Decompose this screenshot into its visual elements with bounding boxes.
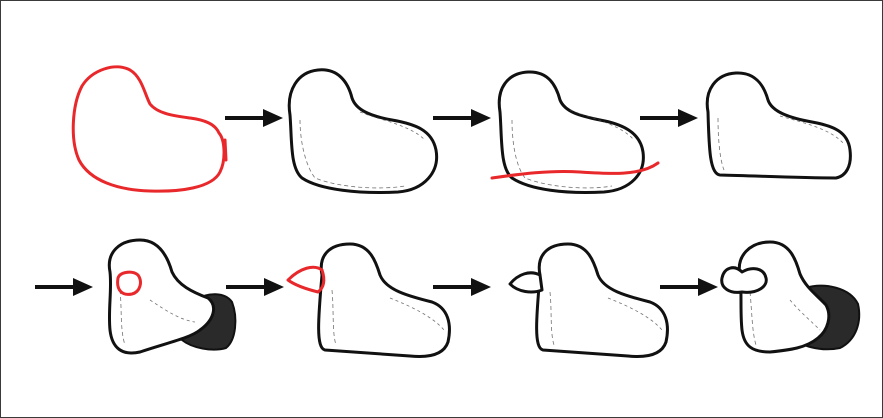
blob-body	[289, 70, 436, 193]
body-front	[739, 242, 829, 352]
step-cut-result	[707, 73, 850, 178]
step-refined-protrusion	[722, 242, 859, 352]
arrow-6	[433, 278, 491, 296]
arrow-7	[660, 278, 718, 296]
sketch-gap-end	[225, 140, 226, 160]
step-inflated-blob	[289, 70, 436, 193]
body	[319, 244, 450, 356]
arrow-1	[225, 109, 283, 127]
arrow-3	[640, 109, 698, 127]
step-sketch-outline	[73, 67, 226, 191]
side-sketch	[288, 267, 324, 292]
arrow-4	[35, 278, 93, 296]
sketch-stroke	[73, 67, 224, 191]
protrusion	[510, 273, 542, 292]
rounded-protrusion	[722, 268, 767, 293]
step-extruded-body	[109, 240, 235, 353]
body	[537, 244, 668, 356]
step-draw-on-surface	[288, 244, 449, 356]
cut-body	[707, 73, 850, 178]
arrow-2	[433, 109, 491, 127]
step-add-protrusion	[510, 244, 667, 356]
step-cut-stroke	[492, 72, 658, 193]
arrow-5	[226, 278, 284, 296]
